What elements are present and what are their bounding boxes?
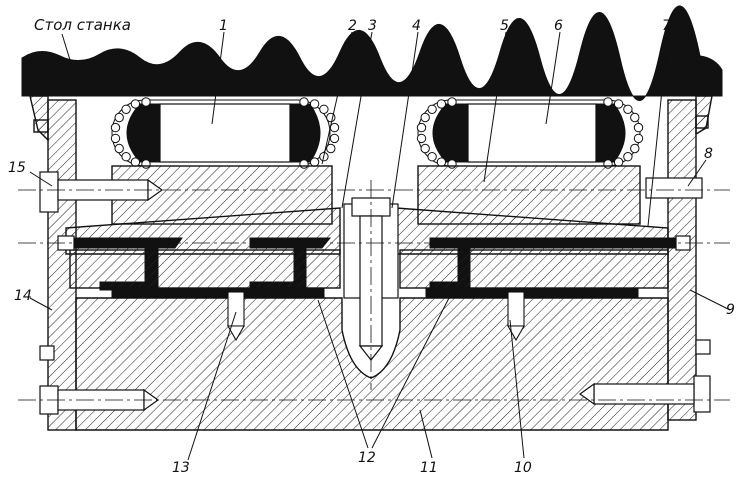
coil-bead [630,112,640,123]
right-mid-plate [399,249,669,289]
coil-bead [436,99,447,109]
coil-bead [603,97,613,107]
table-label: Стол станка [34,16,131,34]
left-small-screw [39,345,55,361]
coil-bead [633,133,644,144]
coil-bead [613,99,624,109]
coil-bead [420,143,430,154]
right-top-screw [695,115,709,129]
left-coil [111,99,331,167]
right-wall [667,99,697,421]
coil-bead [623,104,633,115]
coil-bead [110,122,121,133]
coil-bead [613,157,624,167]
coil-bead [436,157,447,167]
callout-3: 3 [368,18,377,34]
callout-13: 13 [172,460,190,476]
coil-bead [114,112,124,123]
callout-12: 12 [358,450,376,466]
coil-bead [110,133,121,144]
right-small-screw [695,339,711,355]
coil-bead [329,122,340,133]
coil-bead [420,112,430,123]
coil-bead [416,133,427,144]
leader-lines [29,31,731,461]
callout-14: 14 [14,288,32,304]
coil-bead [623,152,633,162]
center-bolt-tip [358,345,384,361]
right-coil [417,99,641,167]
coil-bead [633,122,644,133]
coil-bead [427,152,437,162]
callout-7: 7 [662,18,671,34]
coil-bead [309,99,320,109]
coil-bead [319,104,329,115]
coil-bead [630,143,640,154]
right-bottom-strip [425,287,639,299]
coil-bead [130,157,141,167]
coil-bead [114,143,124,154]
coil-bead [141,97,151,107]
machine-table [21,5,723,101]
callout-5: 5 [500,18,509,34]
coil-bead [427,104,437,115]
callout-9: 9 [726,302,735,318]
callout-10: 10 [514,460,532,476]
left-upper-bolt [39,171,164,213]
left-bracket [29,95,49,142]
callout-8: 8 [704,146,713,162]
left-top-screw [33,119,49,133]
coil-bead [299,97,309,107]
coil-bead [329,133,340,144]
callout-2: 2 [348,18,357,34]
coil-bead [121,104,131,115]
coil-bead [447,97,457,107]
callout-4: 4 [412,18,421,34]
left-pin [227,291,245,342]
callout-15: 15 [8,160,26,176]
coil-bead [121,152,131,162]
callout-6: 6 [554,18,563,34]
right-lower-bolt [578,375,711,413]
callout-11: 11 [420,460,438,476]
right-pin [507,291,525,342]
callout-1: 1 [219,18,228,34]
left-bottom-strip [111,287,325,299]
coil-bead [130,99,141,109]
coil-bead [326,143,336,154]
coil-bead [309,157,320,167]
left-mid-plate [69,249,341,289]
coil-bead [416,122,427,133]
right-upper-bolt [645,177,703,199]
